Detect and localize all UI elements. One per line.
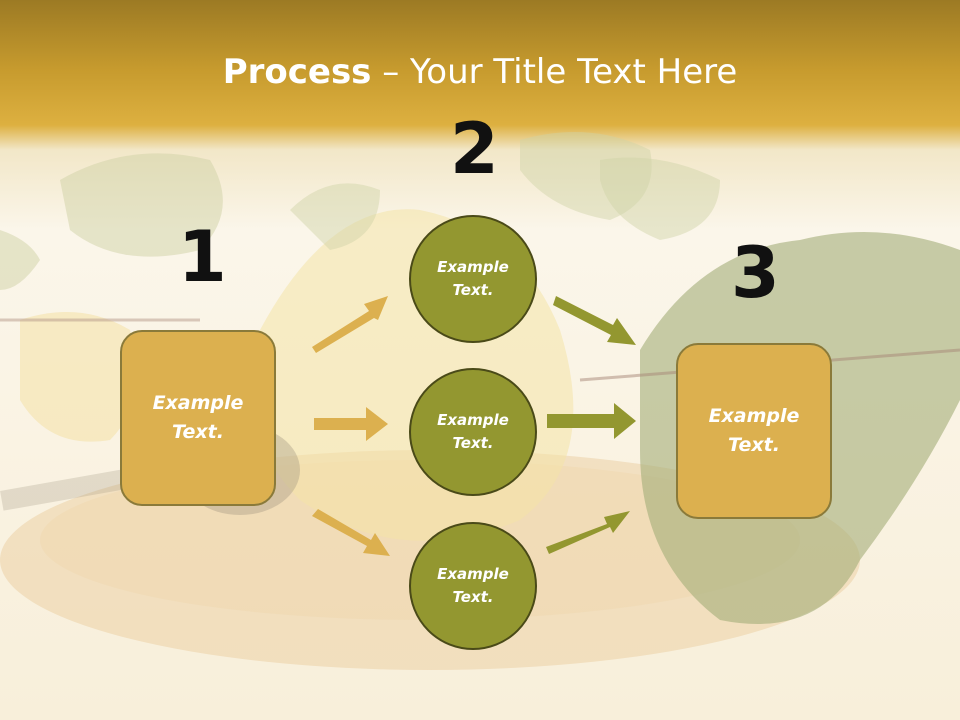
title-bold: Process [222,52,372,92]
arrow-left-to-top [312,296,388,353]
arrow-bottom-to-right [546,511,630,554]
circle-top-text: Example Text. [437,258,509,299]
arrow-top-to-right [553,296,636,345]
circle-top[interactable]: Example Text. [409,215,537,343]
circle-bottom-text: Example Text. [437,565,509,606]
arrow-middle-to-right [547,403,636,439]
arrow-left-to-bottom [312,509,390,556]
step-number-3: 3 [731,232,780,314]
circle-bottom[interactable]: Example Text. [409,522,537,650]
circle-middle-text: Example Text. [437,411,509,452]
circle-middle[interactable]: Example Text. [409,368,537,496]
step-number-1: 1 [178,216,227,298]
left-box-text: Example Text. [152,392,244,443]
title-rest: – Your Title Text Here [371,52,738,92]
slide-title: Process – Your Title Text Here [0,52,960,92]
right-box-text: Example Text. [708,405,800,456]
left-box[interactable]: Example Text. [120,330,276,506]
arrow-left-to-middle [314,407,388,441]
step-number-2: 2 [450,108,499,190]
right-box[interactable]: Example Text. [676,343,832,519]
